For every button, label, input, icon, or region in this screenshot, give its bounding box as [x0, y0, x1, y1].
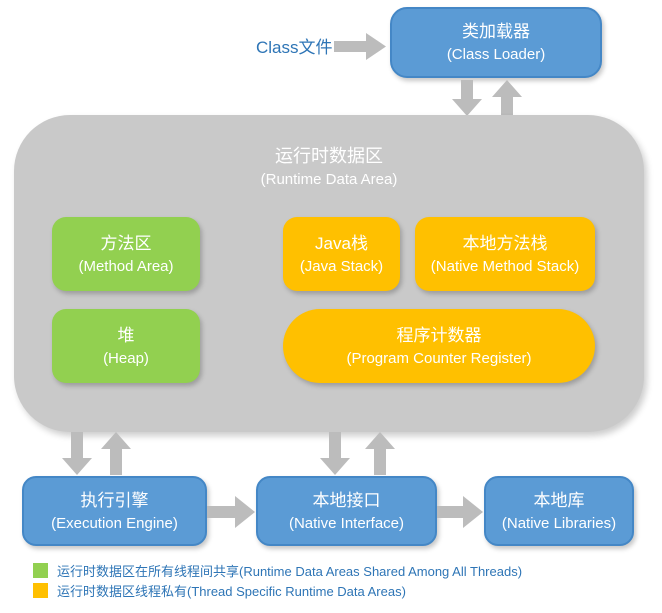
pc-register-title: 程序计数器: [396, 325, 482, 345]
pc-register-box: 程序计数器 (Program Counter Register): [283, 309, 595, 383]
native-libraries-subtitle: (Native Libraries): [501, 514, 617, 532]
runtime-title-zh: 运行时数据区: [275, 146, 383, 166]
class-loader-title: 类加载器: [462, 22, 530, 42]
java-stack-title: Java栈: [315, 233, 368, 253]
native-method-stack-title: 本地方法栈: [462, 233, 548, 253]
method-area-subtitle: (Method Area): [78, 257, 174, 275]
arrow-engine-to-interface-icon: [207, 496, 255, 528]
method-area-box: 方法区 (Method Area): [52, 217, 200, 291]
arrow-runtime-to-engine-down-icon: [62, 432, 92, 475]
execution-engine-subtitle: (Execution Engine): [51, 514, 178, 532]
method-area-title: 方法区: [100, 233, 152, 253]
legend-swatch-orange: [33, 582, 48, 598]
native-interface-title: 本地接口: [312, 490, 381, 510]
native-interface-box: 本地接口 (Native Interface): [256, 476, 437, 546]
pc-register-subtitle: (Program Counter Register): [346, 349, 532, 367]
execution-engine-title: 执行引擎: [80, 490, 149, 510]
legend-label-private: 运行时数据区线程私有(Thread Specific Runtime Data …: [57, 583, 406, 599]
runtime-data-area: 运行时数据区 (Runtime Data Area) 方法区 (Method A…: [14, 115, 644, 432]
legend-swatch-green: [33, 562, 48, 578]
class-file-label: Class文件: [256, 38, 333, 57]
arrow-classfile-to-classloader-icon: [334, 33, 386, 60]
legend-item-shared: 运行时数据区在所有线程间共享(Runtime Data Areas Shared…: [33, 561, 522, 579]
runtime-data-area-title: 运行时数据区 (Runtime Data Area): [14, 143, 644, 190]
execution-engine-box: 执行引擎 (Execution Engine): [22, 476, 207, 546]
legend-item-private: 运行时数据区线程私有(Thread Specific Runtime Data …: [33, 581, 406, 599]
arrow-runtime-up-icon: [492, 80, 522, 116]
heap-box: 堆 (Heap): [52, 309, 200, 383]
arrow-classloader-down-icon: [452, 80, 482, 116]
arrow-engine-to-runtime-up-icon: [101, 432, 131, 475]
arrow-interface-to-libraries-icon: [437, 496, 483, 528]
legend-label-shared: 运行时数据区在所有线程间共享(Runtime Data Areas Shared…: [57, 563, 523, 579]
native-method-stack-box: 本地方法栈 (Native Method Stack): [415, 217, 595, 291]
arrow-interface-to-runtime-up-icon: [365, 432, 395, 475]
class-loader-subtitle: (Class Loader): [446, 46, 546, 64]
class-loader-box: 类加载器 (Class Loader): [390, 7, 602, 78]
heap-subtitle: (Heap): [103, 349, 149, 367]
native-libraries-box: 本地库 (Native Libraries): [484, 476, 634, 546]
java-stack-box: Java栈 (Java Stack): [283, 217, 400, 291]
native-libraries-title: 本地库: [533, 490, 585, 510]
java-stack-subtitle: (Java Stack): [299, 257, 384, 275]
runtime-title-en: (Runtime Data Area): [260, 171, 398, 188]
heap-title: 堆: [117, 325, 135, 345]
native-method-stack-subtitle: (Native Method Stack): [430, 257, 580, 275]
native-interface-subtitle: (Native Interface): [288, 514, 405, 532]
arrow-runtime-to-interface-down-icon: [320, 432, 350, 475]
